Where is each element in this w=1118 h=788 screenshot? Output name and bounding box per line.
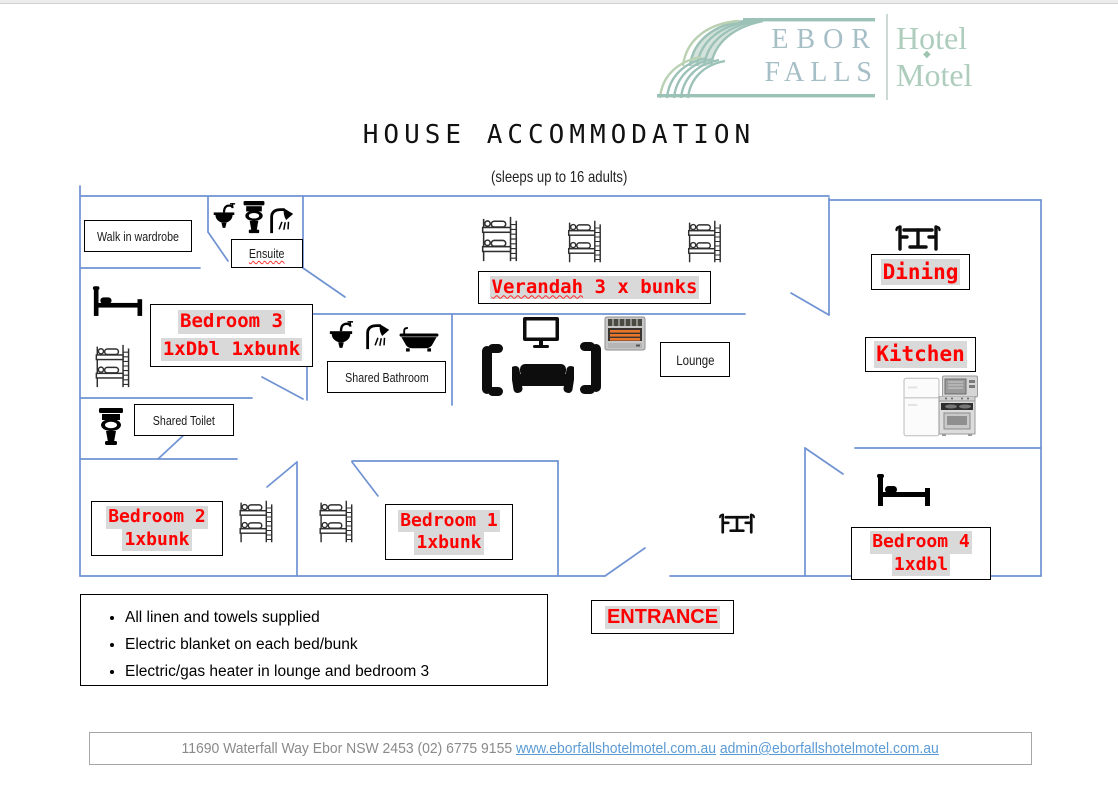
label-kitchen: Kitchen <box>865 337 976 372</box>
dining-table-icon <box>718 506 756 538</box>
bathtub-icon <box>398 327 440 352</box>
stove-icon <box>938 396 976 436</box>
bunk-bed-icon <box>684 219 724 264</box>
notes-list: All linen and towels supplied Electric b… <box>81 604 547 685</box>
dining-table-icon <box>894 218 942 254</box>
bunk-bed-icon <box>564 219 604 264</box>
toilet-icon <box>98 408 124 446</box>
heater-icon <box>604 316 646 352</box>
microwave-icon <box>942 375 978 398</box>
window-top-edge <box>0 0 1118 4</box>
bunk-bed-icon <box>478 215 520 263</box>
footer-address: 11690 Waterfall Way Ebor NSW 2453 (02) 6… <box>181 740 513 757</box>
label-lounge: Lounge <box>660 342 730 377</box>
logo-diamond-icon: ◆ <box>923 49 931 60</box>
logo-hotel: Hotel <box>896 20 968 56</box>
label-verandah: Verandah 3 x bunks <box>478 271 711 304</box>
footer-email-link[interactable]: admin@eborfallshotelmotel.com.au <box>720 740 940 757</box>
notes-box: All linen and towels supplied Electric b… <box>80 594 548 686</box>
label-shared-bathroom: Shared Bathroom <box>327 361 446 393</box>
label-dining: Dining <box>871 254 970 290</box>
footer-contact-bar: 11690 Waterfall Way Ebor NSW 2453 (02) 6… <box>89 732 1032 765</box>
label-shared-toilet: Shared Toilet <box>134 404 234 436</box>
sink-icon <box>328 320 354 348</box>
label-ensuite: Ensuite <box>231 239 303 268</box>
label-bedroom-4: Bedroom 4 1xdbl <box>851 527 991 580</box>
armchair-icon <box>480 344 506 396</box>
bunk-bed-icon <box>93 343 131 389</box>
footer-website-link[interactable]: www.eborfallshotelmotel.com.au <box>516 740 717 757</box>
bunk-bed-icon <box>237 499 274 544</box>
label-entrance: ENTRANCE <box>591 600 734 634</box>
sofa-icon <box>512 362 574 396</box>
toilet-icon <box>242 201 266 234</box>
page-title: HOUSE ACCOMMODATION <box>362 120 756 150</box>
armchair-icon <box>577 342 603 394</box>
bunk-bed-icon <box>317 499 354 544</box>
note-item: All linen and towels supplied <box>125 604 547 631</box>
label-bedroom-2: Bedroom 2 1xbunk <box>91 501 223 556</box>
sink-icon <box>212 202 236 228</box>
label-bedroom-3: Bedroom 3 1xDbl 1xbunk <box>150 304 313 367</box>
shower-icon <box>362 320 392 350</box>
note-item: Electric/gas heater in lounge and bedroo… <box>125 658 547 685</box>
double-bed-icon <box>92 286 144 318</box>
logo-motel: Motel <box>896 57 973 93</box>
logo-ebor: EBOR <box>771 24 878 55</box>
shower-icon <box>266 204 296 234</box>
note-item: Electric blanket on each bed/bunk <box>125 631 547 658</box>
verandah-word: Verandah <box>491 275 584 298</box>
label-walk-in-wardrobe: Walk in wardrobe <box>84 220 192 252</box>
logo-divider <box>886 14 888 100</box>
verandah-rest: 3 x bunks <box>583 275 698 298</box>
label-bedroom-1: Bedroom 1 1xbunk <box>385 504 513 560</box>
waterfall-icon <box>657 18 875 99</box>
double-bed-icon <box>876 474 932 508</box>
fridge-icon <box>903 377 940 437</box>
logo: EBOR FALLS Hotel Motel ◆ <box>645 8 1005 103</box>
tv-icon <box>522 316 560 350</box>
logo-falls: FALLS <box>764 57 878 88</box>
page-subtitle: (sleeps up to 16 adults) <box>490 169 628 186</box>
